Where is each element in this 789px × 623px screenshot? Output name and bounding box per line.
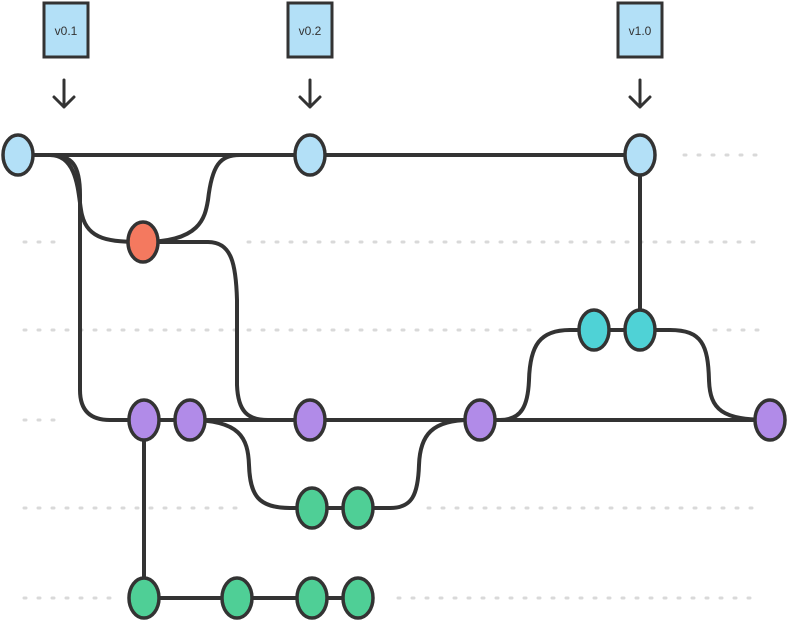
commit-feature[interactable] bbox=[127, 576, 161, 620]
commit-release[interactable] bbox=[577, 308, 611, 352]
branch-edges bbox=[16, 153, 772, 600]
commit-master[interactable] bbox=[623, 133, 657, 177]
edge-release-merge bbox=[668, 328, 772, 422]
commit-master[interactable] bbox=[293, 133, 327, 177]
edge-release-out bbox=[498, 328, 572, 422]
edge-feature-merge bbox=[388, 418, 472, 510]
tag-v1-0: v1.0 bbox=[616, 1, 664, 59]
edge-hotfix-to-develop bbox=[141, 240, 270, 422]
tag-label: v0.2 bbox=[299, 24, 322, 38]
commit-develop[interactable] bbox=[173, 398, 207, 442]
commit-develop[interactable] bbox=[753, 398, 787, 442]
down-arrow-icon bbox=[628, 78, 652, 109]
edge-feature-out bbox=[188, 418, 292, 510]
commit-develop[interactable] bbox=[293, 398, 327, 442]
commit-master[interactable] bbox=[1, 133, 35, 177]
tag-v0-1: v0.1 bbox=[42, 1, 90, 59]
tag-v0-2: v0.2 bbox=[286, 1, 334, 59]
commit-feature[interactable] bbox=[295, 576, 329, 620]
commit-feature[interactable] bbox=[341, 486, 375, 530]
commit-hotfix[interactable] bbox=[126, 220, 160, 264]
edge-develop-out bbox=[48, 153, 112, 422]
commit-feature[interactable] bbox=[341, 576, 375, 620]
commit-release[interactable] bbox=[623, 308, 657, 352]
commit-feature[interactable] bbox=[295, 486, 329, 530]
commit-develop[interactable] bbox=[127, 398, 161, 442]
tag-label: v1.0 bbox=[629, 24, 652, 38]
commit-develop[interactable] bbox=[463, 398, 497, 442]
down-arrow-icon bbox=[52, 78, 76, 109]
edge-hotfix-to-master bbox=[141, 153, 242, 244]
commit-feature[interactable] bbox=[220, 576, 254, 620]
lane-guides bbox=[22, 153, 762, 600]
commits bbox=[1, 133, 787, 620]
tag-label: v0.1 bbox=[55, 24, 78, 38]
down-arrow-icon bbox=[298, 78, 322, 109]
edge-hotfix-out bbox=[48, 153, 145, 244]
